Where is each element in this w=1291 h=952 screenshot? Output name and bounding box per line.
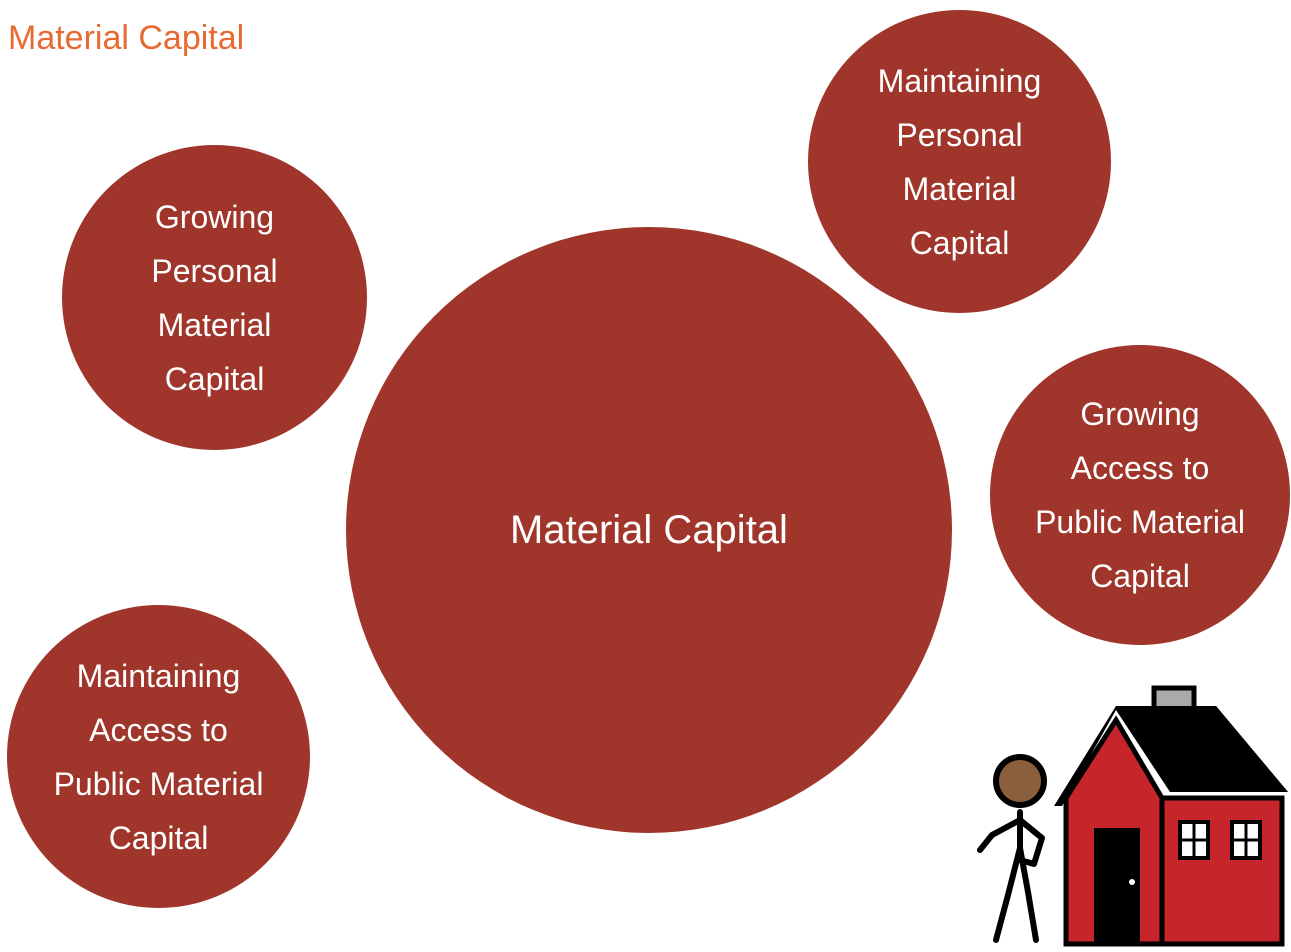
growing-public-bubble: Growing Access to Public Material Capita… — [990, 345, 1290, 645]
person-head — [993, 754, 1047, 808]
page-title: Material Capital — [8, 19, 245, 57]
maintaining-public-label: Maintaining Access to Public Material Ca… — [53, 657, 264, 856]
maintaining-personal-label: Maintaining Personal Material Capital — [877, 62, 1042, 261]
house-side-wall — [1159, 795, 1285, 947]
central-material-capital-bubble: Material Capital — [346, 227, 952, 833]
growing-personal-bubble: Growing Personal Material Capital — [62, 145, 367, 450]
maintaining-personal-bubble: Maintaining Personal Material Capital — [808, 10, 1111, 313]
house-door — [1094, 828, 1140, 944]
growing-public-label: Growing Access to Public Material Capita… — [1035, 396, 1245, 594]
house-window-left — [1178, 820, 1210, 860]
person-with-house-icon — [966, 680, 1291, 947]
central-label: Material Capital — [510, 508, 788, 552]
maintaining-public-bubble: Maintaining Access to Public Material Ca… — [7, 605, 310, 908]
house-window-right — [1230, 820, 1262, 860]
growing-personal-label: Growing Personal Material Capital — [151, 198, 278, 397]
stick-person-icon — [977, 809, 1045, 943]
